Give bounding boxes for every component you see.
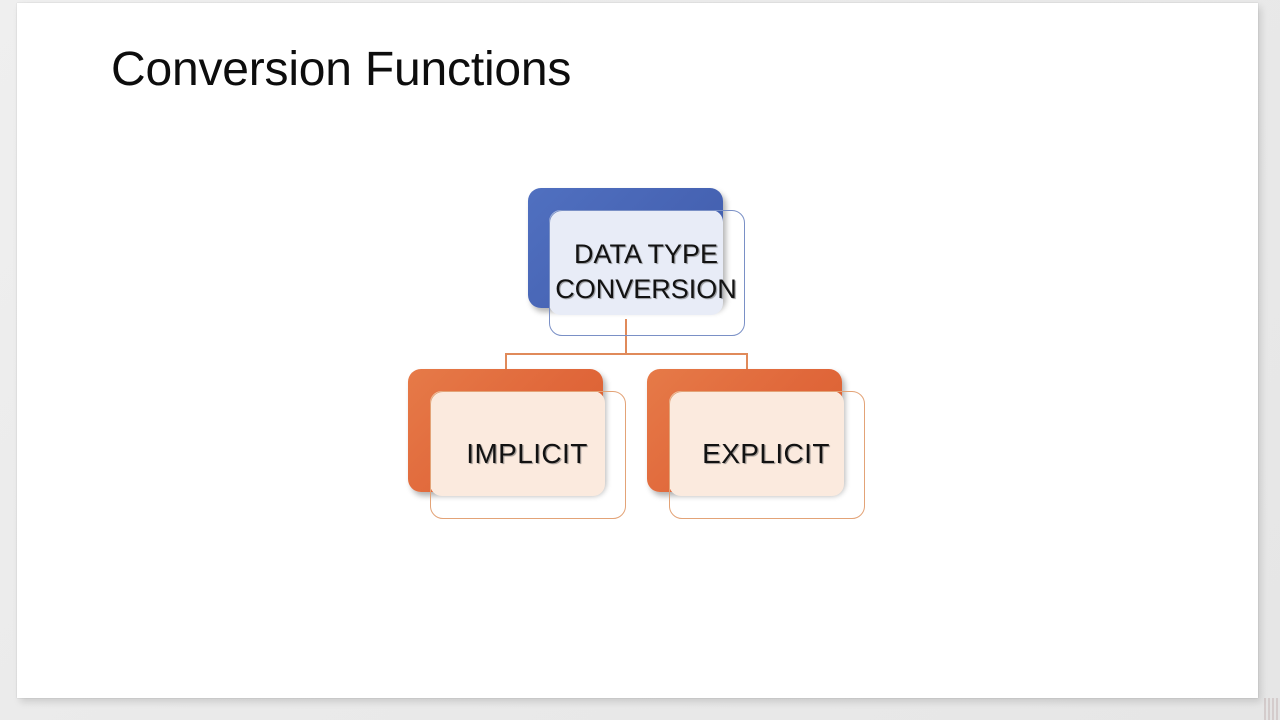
connector-root-stem (625, 319, 627, 354)
slide-page: Conversion Functions DATA TYPE CONVERSIO… (17, 3, 1258, 698)
node-tint-sheet-implicit (430, 391, 605, 496)
node-front-card-explicit (669, 391, 865, 519)
page-title: Conversion Functions (111, 43, 572, 96)
connector-leg-implicit (505, 353, 507, 375)
node-tint-sheet-root (549, 210, 723, 315)
connector-leg-explicit (746, 353, 748, 375)
capture-artifact (1264, 698, 1280, 720)
node-tint-sheet-explicit (669, 391, 844, 496)
hierarchy-diagram: DATA TYPE CONVERSION IMPLICIT EXPLICIT (17, 3, 1258, 698)
connector-horizontal-bus (505, 353, 747, 355)
node-front-card-implicit (430, 391, 626, 519)
node-front-card-root (549, 210, 745, 336)
